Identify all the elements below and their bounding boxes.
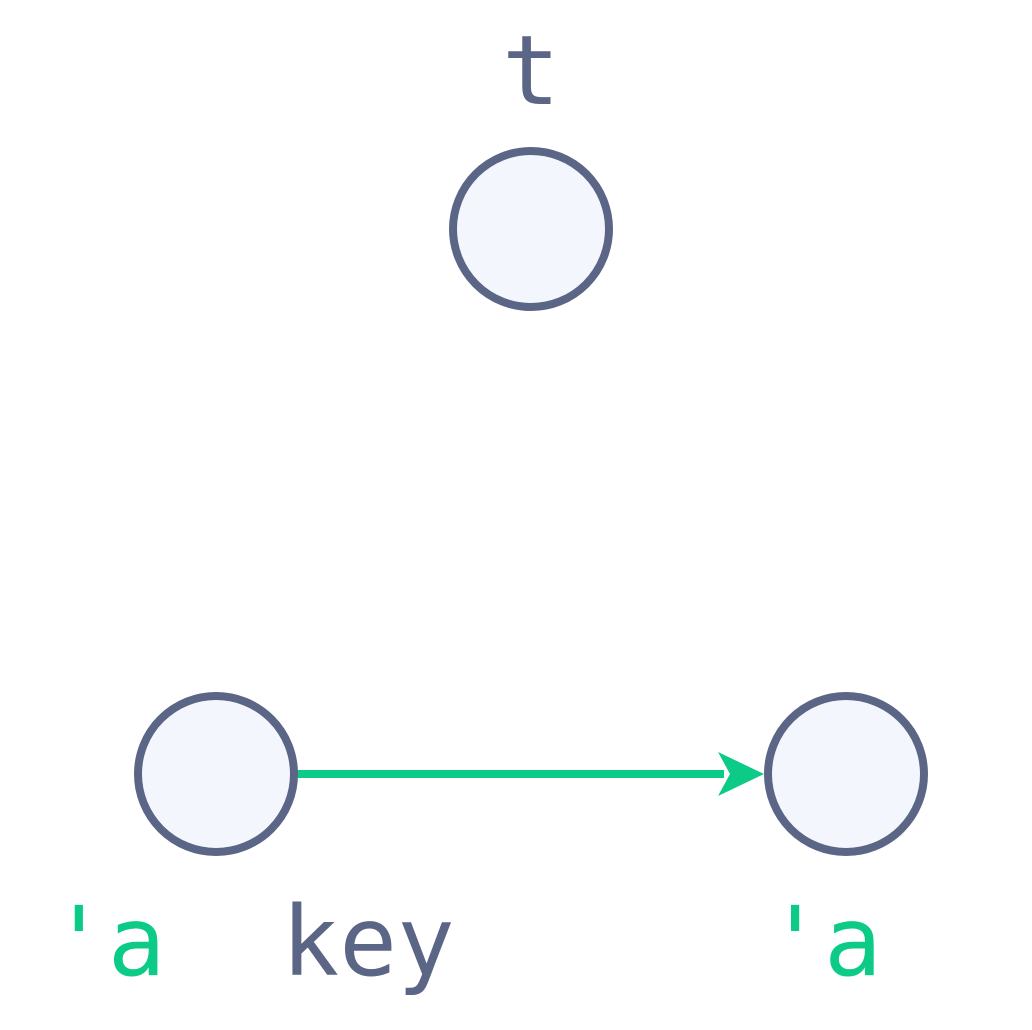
edge-arrowhead	[718, 752, 764, 796]
top-node[interactable]	[449, 147, 613, 311]
right-node-label: 'a	[766, 886, 882, 998]
left-node-label: 'a key	[50, 886, 455, 998]
left-node-label-word: key	[281, 886, 454, 998]
right-node[interactable]	[764, 692, 928, 856]
left-node[interactable]	[134, 692, 298, 856]
left-node-label-type-var: 'a	[50, 886, 166, 998]
top-node-label: t	[502, 15, 560, 127]
